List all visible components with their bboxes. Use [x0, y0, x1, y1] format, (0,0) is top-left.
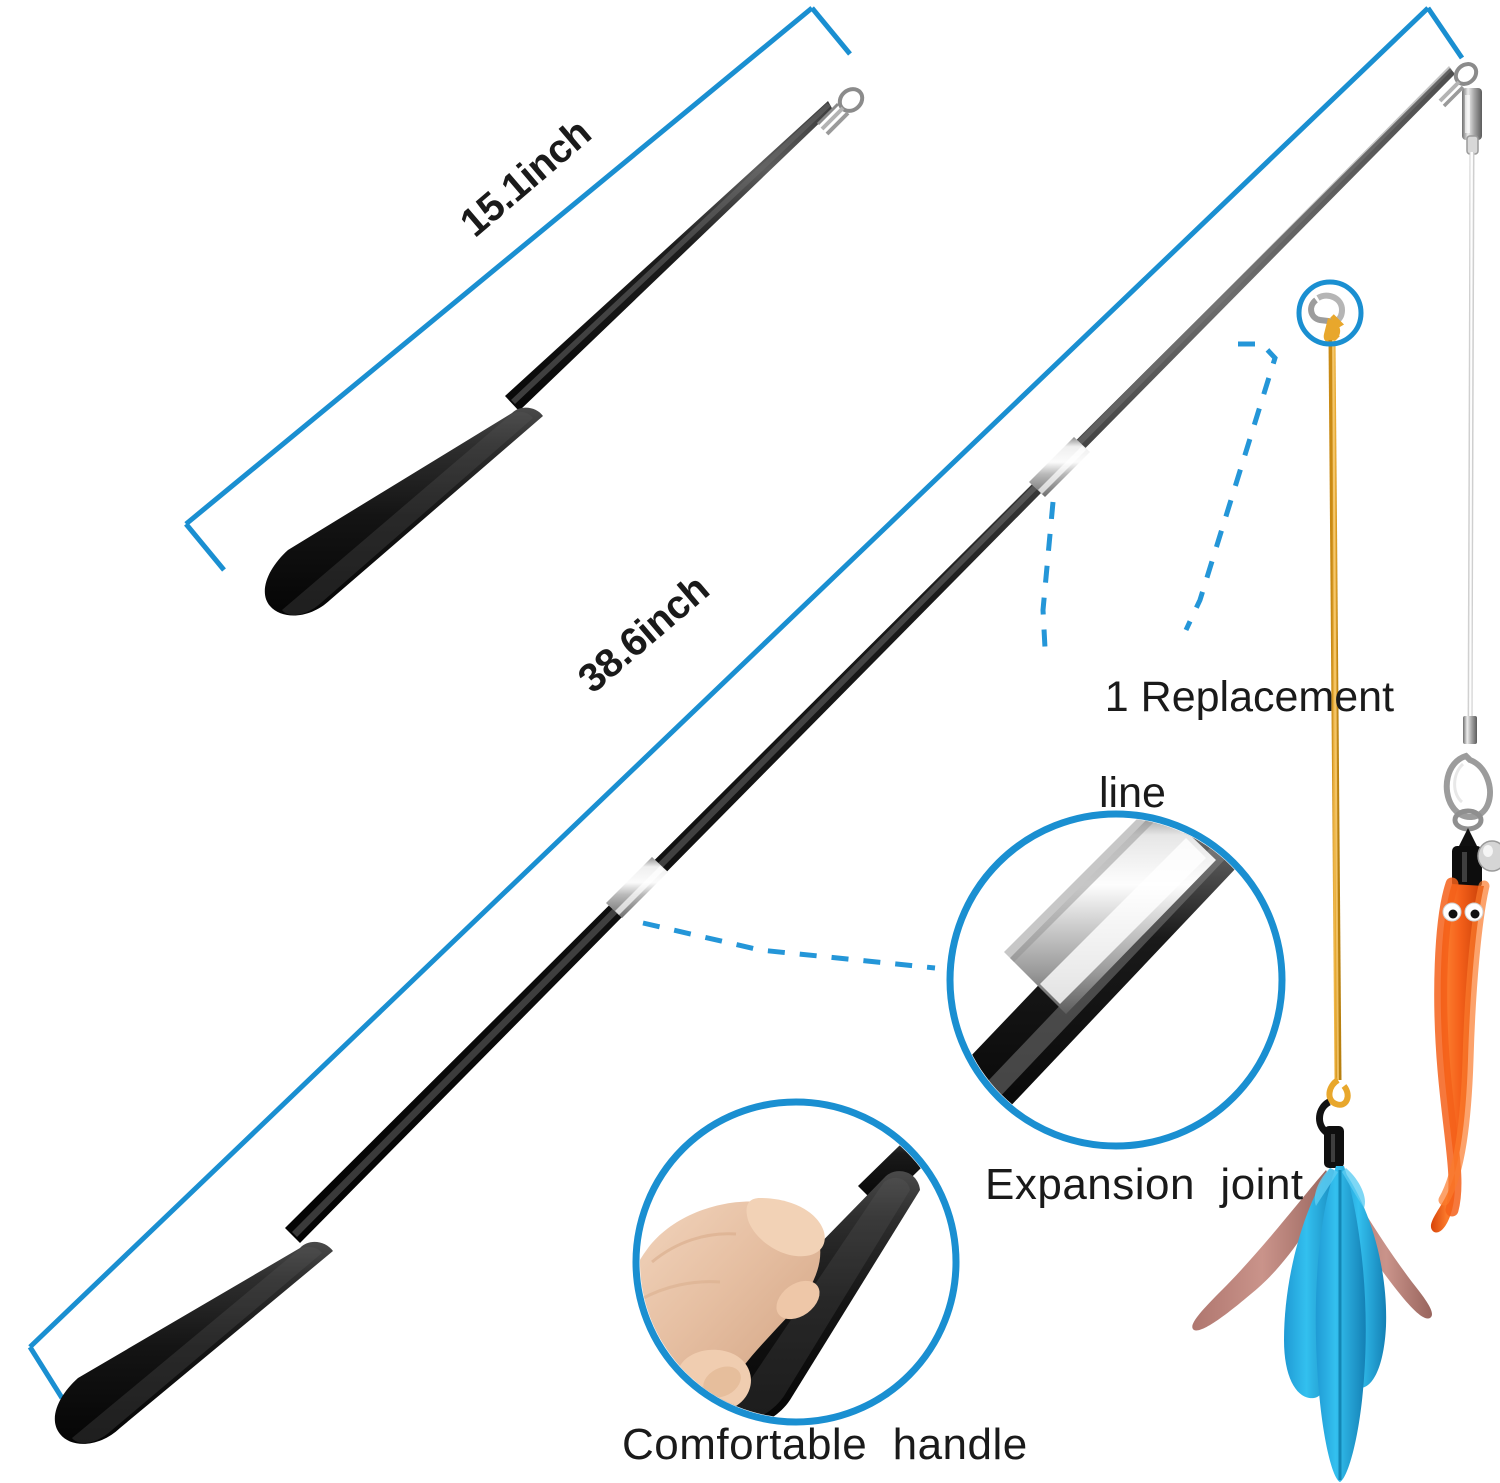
callout-replacement-line: 1 Replacement line [1057, 625, 1394, 914]
collapsed-wand-grip [264, 407, 543, 616]
expansion-joint-upper [1029, 437, 1090, 497]
extended-wand [54, 62, 1479, 1444]
leader-to-expansion-upper [1040, 501, 1056, 649]
leader-to-replacement-clip [1183, 341, 1278, 632]
feather-clip [1316, 1098, 1344, 1168]
extended-wand-tip-eyelet [1438, 62, 1479, 108]
extended-wand-grip [54, 1241, 333, 1444]
jingle-bell [1477, 840, 1500, 872]
collapsed-wand-tip-eyelet [816, 87, 865, 136]
expansion-joint-magnifier [946, 810, 1286, 1150]
collapsed-wand [264, 87, 865, 616]
clear-fishing-line [1462, 88, 1482, 744]
callout-replacement-line-1: 1 Replacement [1104, 673, 1395, 722]
replacement-line-magnifier [1296, 279, 1364, 347]
lobster-clasp [1443, 752, 1493, 832]
feather-teaser-attachment [1192, 1098, 1432, 1482]
worm-googly-eyes [1442, 902, 1484, 922]
comfortable-handle-magnifier [632, 1098, 960, 1426]
leader-lines [642, 341, 1278, 971]
caption-comfortable-handle: Comfortable handle [622, 1420, 1028, 1469]
worm-teaser-attachment [1430, 752, 1500, 1233]
dimension-bracket-collapsed [184, 6, 852, 572]
expansion-joint-lower [606, 857, 668, 918]
line-swivel-connector [1462, 88, 1482, 155]
callout-replacement-line-2: line [1099, 769, 1166, 818]
caption-expansion-joint: Expansion joint [985, 1160, 1304, 1209]
leader-to-expansion-magnifier [642, 920, 936, 971]
dimension-bracket-extended [27, 6, 1465, 1400]
replacement-line-orange [1308, 292, 1351, 1108]
